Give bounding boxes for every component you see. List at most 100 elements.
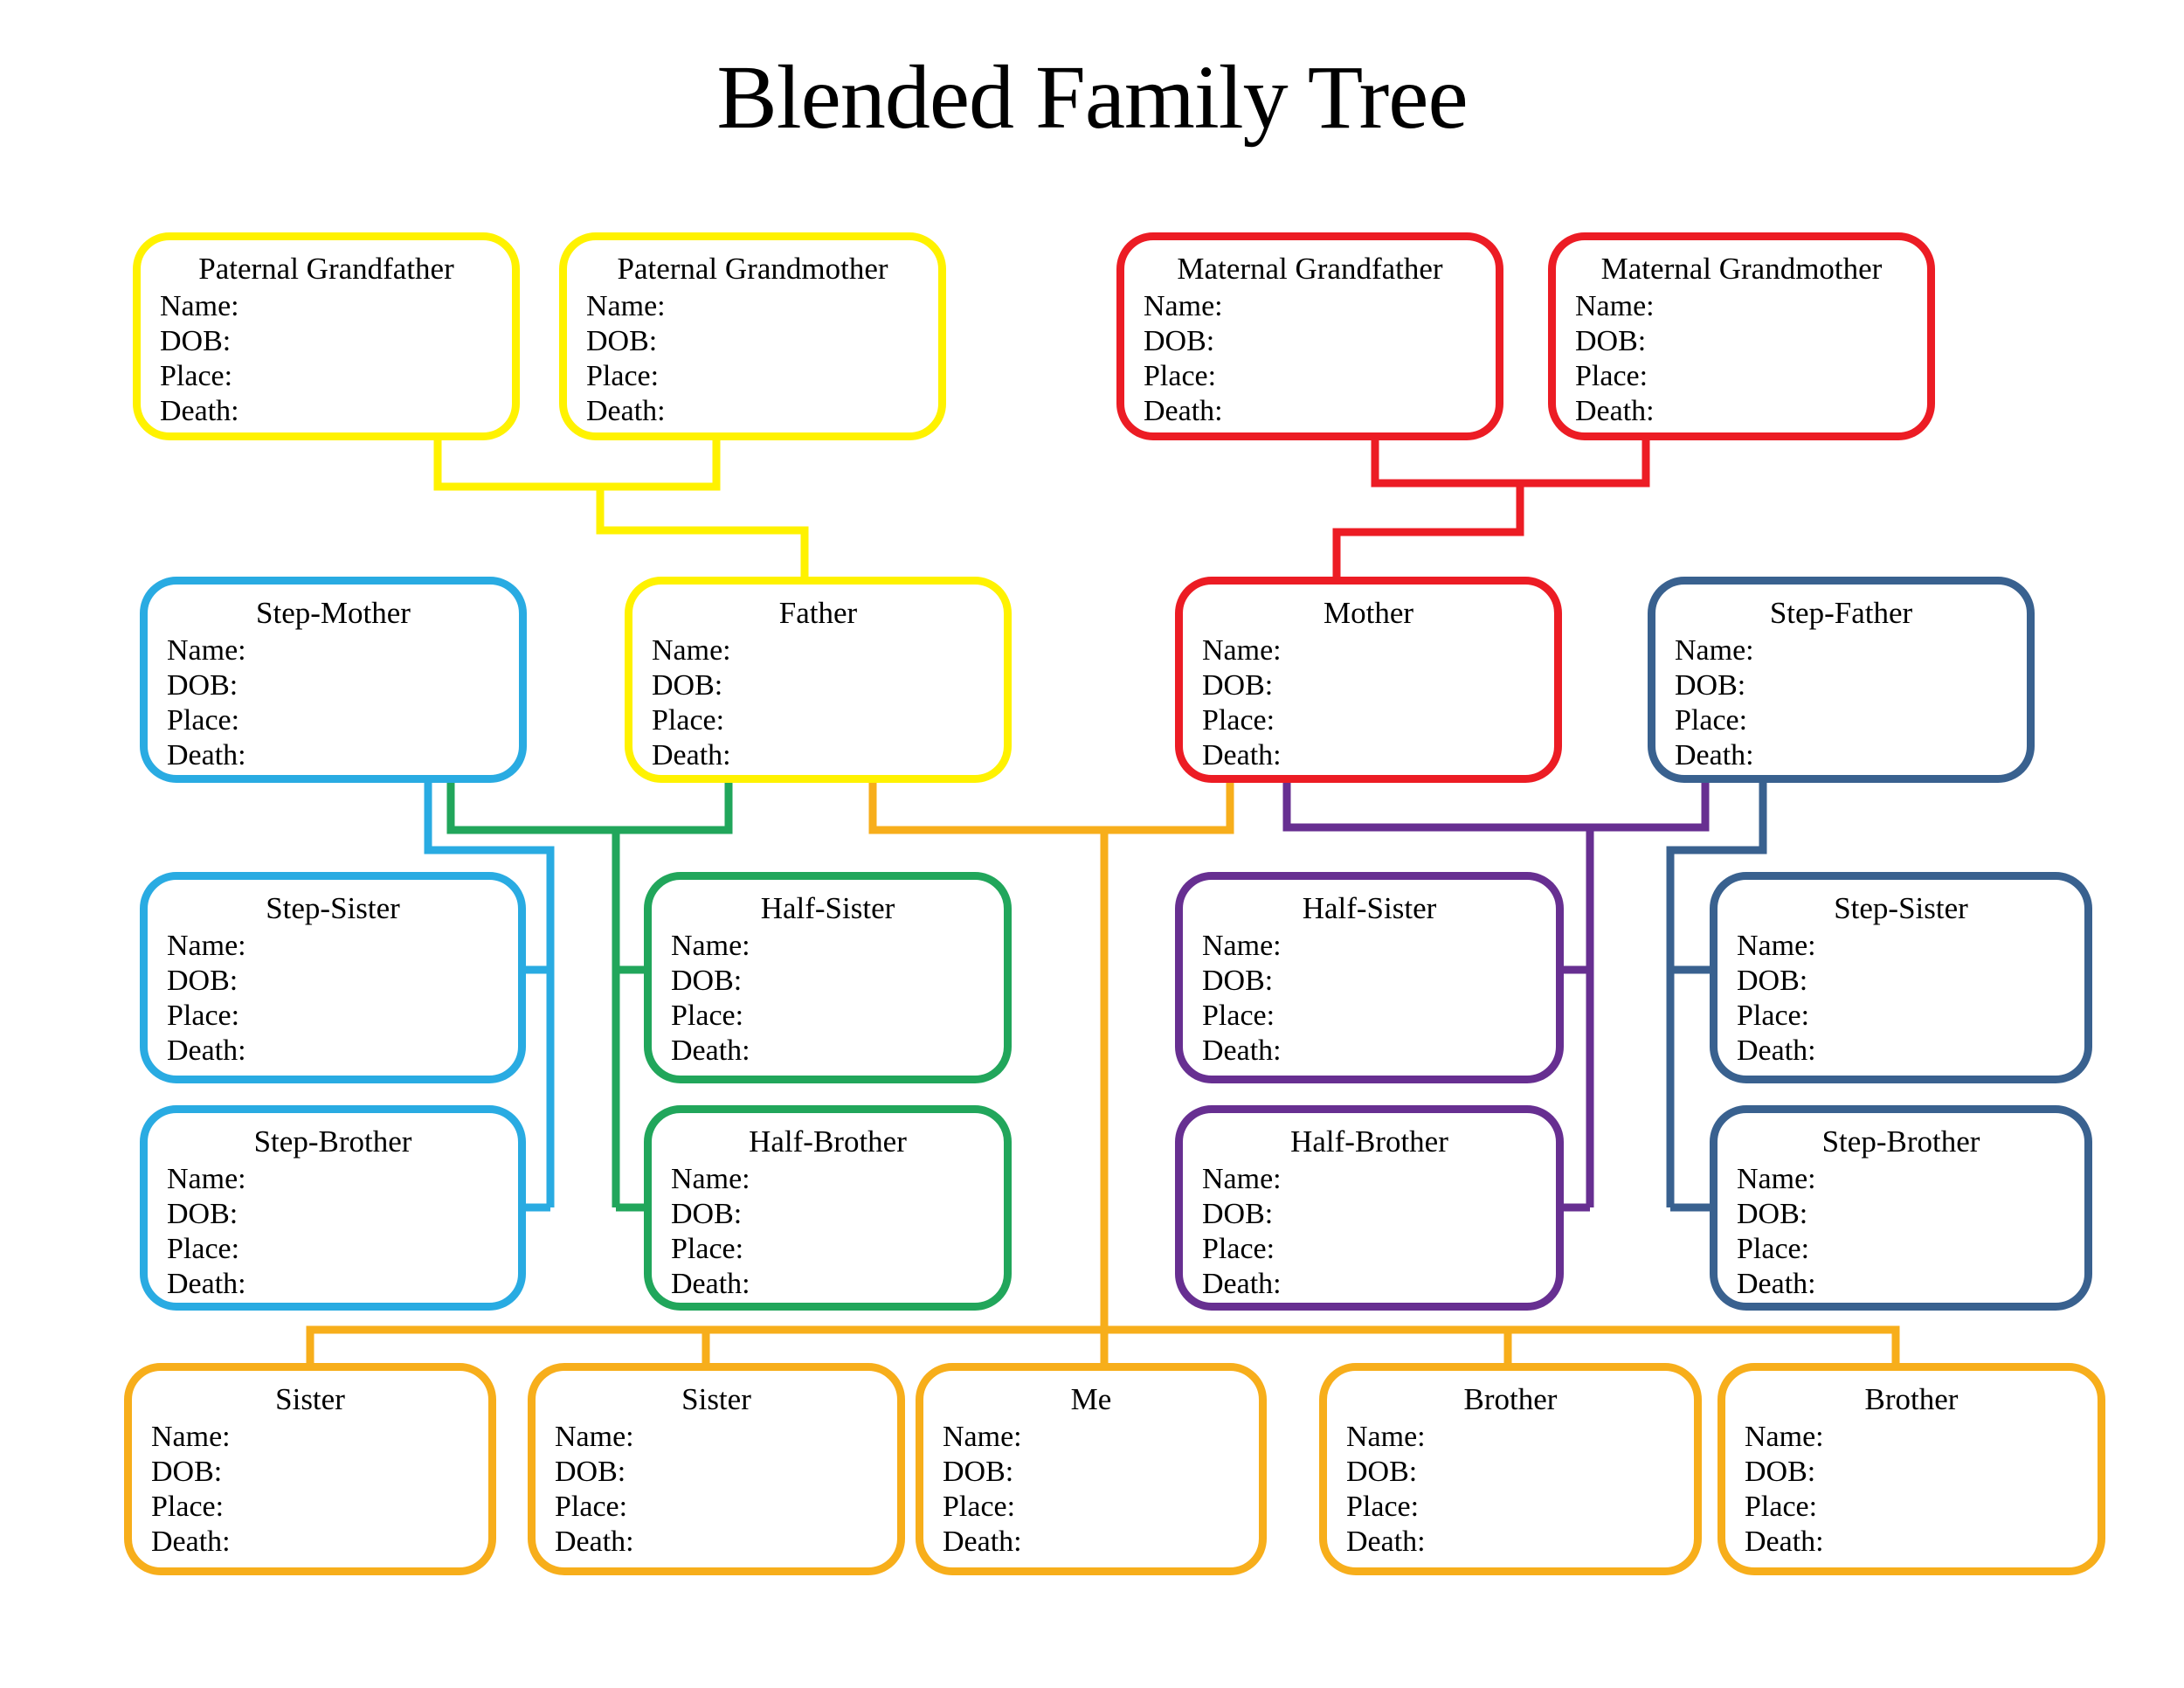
box-title: Me: [1070, 1382, 1112, 1416]
field-dob-label: DOB:: [1144, 325, 1215, 357]
box-brother-2: Brother Name: DOB: Place: Death:: [1717, 1363, 2105, 1575]
field-dob-label: DOB:: [555, 1456, 626, 1488]
box-fields: Name: DOB: Place: Death:: [1717, 1160, 2084, 1302]
field-dob-label: DOB:: [167, 965, 238, 997]
box-title: Step-Sister: [1834, 891, 1968, 925]
field-place-label: Place:: [1675, 704, 1748, 737]
box-title: Maternal Grandmother: [1600, 252, 1883, 286]
field-place-label: Place:: [167, 1000, 240, 1032]
field-dob-label: DOB:: [671, 965, 743, 997]
field-death-label: Death:: [167, 739, 246, 771]
box-step-sister-left: Step-Sister Name: DOB: Place: Death:: [140, 872, 526, 1083]
box-paternal-grandmother: Paternal Grandmother Name: DOB: Place: D…: [559, 232, 946, 440]
field-death-label: Death:: [167, 1034, 246, 1067]
box-sister-1: Sister Name: DOB: Place: Death:: [124, 1363, 496, 1575]
field-dob-label: DOB:: [1737, 1198, 1808, 1230]
field-name-label: Name:: [167, 1163, 246, 1195]
field-death-label: Death:: [1745, 1525, 1824, 1558]
box-title: Half-Brother: [749, 1124, 907, 1159]
field-name-label: Name:: [167, 930, 246, 962]
field-place-label: Place:: [1144, 360, 1217, 392]
field-dob-label: DOB:: [151, 1456, 223, 1488]
field-dob-label: DOB:: [1575, 325, 1647, 357]
box-mother: Mother Name: DOB: Place: Death:: [1175, 577, 1562, 783]
field-dob-label: DOB:: [943, 1456, 1014, 1488]
box-title: Step-Brother: [253, 1124, 412, 1159]
field-place-label: Place:: [160, 360, 233, 392]
connector-father-mother-union: [868, 783, 1234, 834]
field-death-label: Death:: [1675, 739, 1754, 771]
field-place-label: Place:: [671, 1233, 744, 1265]
box-fields: Name: DOB: Place: Death:: [1725, 1418, 2098, 1560]
connector-siblings-line: [306, 1325, 1900, 1363]
box-step-father: Step-Father Name: DOB: Place: Death:: [1648, 577, 2035, 783]
connector-paternal-grandparents-union: [433, 440, 721, 491]
field-dob-label: DOB:: [1346, 1456, 1418, 1488]
field-name-label: Name:: [1202, 634, 1282, 667]
field-name-label: Name:: [1144, 290, 1223, 322]
field-dob-label: DOB:: [1202, 965, 1274, 997]
field-name-label: Name:: [1745, 1421, 1824, 1453]
box-fields: Name: DOB: Place: Death:: [923, 1418, 1259, 1560]
field-death-label: Death:: [151, 1525, 231, 1558]
field-death-label: Death:: [167, 1268, 246, 1300]
box-me: Me Name: DOB: Place: Death:: [916, 1363, 1267, 1575]
box-title: Paternal Grandmother: [617, 252, 888, 286]
field-name-label: Name:: [671, 1163, 750, 1195]
field-place-label: Place:: [1202, 704, 1275, 737]
field-death-label: Death:: [671, 1034, 750, 1067]
field-name-label: Name:: [1675, 634, 1754, 667]
field-name-label: Name:: [652, 634, 731, 667]
field-name-label: Name:: [671, 930, 750, 962]
field-name-label: Name:: [151, 1421, 231, 1453]
box-fields: Name: DOB: Place: Death:: [536, 1418, 897, 1560]
box-paternal-grandfather: Paternal Grandfather Name: DOB: Place: D…: [133, 232, 520, 440]
field-place-label: Place:: [1737, 1000, 1810, 1032]
field-death-label: Death:: [1202, 1034, 1282, 1067]
box-title: Half-Brother: [1290, 1124, 1448, 1159]
box-fields: Name: DOB: Place: Death:: [632, 632, 1004, 773]
field-dob-label: DOB:: [160, 325, 232, 357]
field-place-label: Place:: [1737, 1233, 1810, 1265]
box-fields: Name: DOB: Place: Death:: [148, 1160, 518, 1302]
field-name-label: Name:: [943, 1421, 1022, 1453]
box-maternal-grandmother: Maternal Grandmother Name: DOB: Place: D…: [1548, 232, 1935, 440]
field-place-label: Place:: [1346, 1491, 1420, 1523]
field-death-label: Death:: [652, 739, 731, 771]
box-fields: Name: DOB: Place: Death:: [1655, 632, 2027, 773]
connector-mother-stepfather-union: [1282, 783, 1710, 832]
box-fields: Name: DOB: Place: Death:: [652, 1160, 1004, 1302]
field-name-label: Name:: [555, 1421, 634, 1453]
box-fields: Name: DOB: Place: Death:: [141, 287, 512, 429]
field-place-label: Place:: [943, 1491, 1016, 1523]
field-place-label: Place:: [1575, 360, 1648, 392]
field-place-label: Place:: [1745, 1491, 1818, 1523]
field-death-label: Death:: [586, 395, 666, 427]
box-step-brother-right: Step-Brother Name: DOB: Place: Death:: [1710, 1105, 2092, 1311]
field-dob-label: DOB:: [1737, 965, 1808, 997]
box-half-sister-left: Half-Sister Name: DOB: Place: Death:: [644, 872, 1012, 1083]
box-fields: Name: DOB: Place: Death:: [1327, 1418, 1694, 1560]
field-death-label: Death:: [1202, 739, 1282, 771]
field-death-label: Death:: [671, 1268, 750, 1300]
field-death-label: Death:: [160, 395, 239, 427]
field-place-label: Place:: [1202, 1000, 1275, 1032]
connector-stepmother-children-line: [424, 783, 555, 1207]
box-fields: Name: DOB: Place: Death:: [1183, 1160, 1556, 1302]
field-name-label: Name:: [1346, 1421, 1426, 1453]
box-title: Maternal Grandfather: [1177, 252, 1443, 286]
field-dob-label: DOB:: [671, 1198, 743, 1230]
box-half-brother-right: Half-Brother Name: DOB: Place: Death:: [1175, 1105, 1564, 1311]
box-fields: Name: DOB: Place: Death:: [567, 287, 938, 429]
box-fields: Name: DOB: Place: Death:: [132, 1418, 488, 1560]
field-place-label: Place:: [671, 1000, 744, 1032]
page-title: Blended Family Tree: [716, 47, 1468, 148]
field-name-label: Name:: [1575, 290, 1655, 322]
field-death-label: Death:: [1737, 1034, 1816, 1067]
box-title: Mother: [1323, 596, 1414, 630]
field-place-label: Place:: [586, 360, 660, 392]
field-death-label: Death:: [1346, 1525, 1426, 1558]
box-step-sister-right: Step-Sister Name: DOB: Place: Death:: [1710, 872, 2092, 1083]
